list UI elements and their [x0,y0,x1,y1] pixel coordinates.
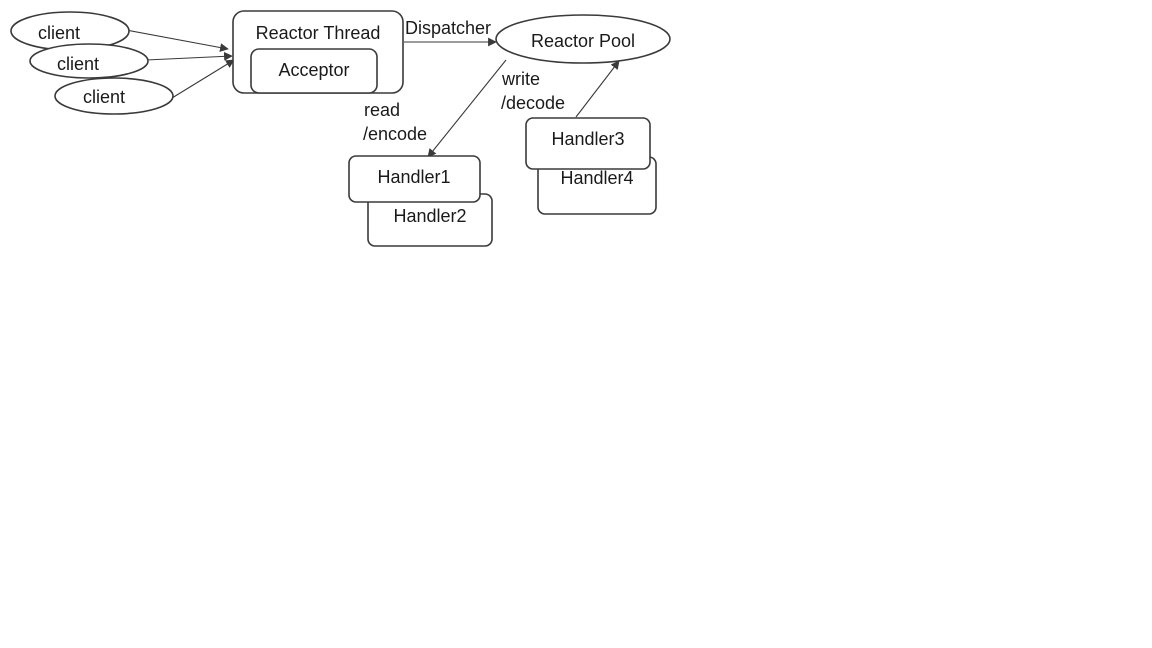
client-1-arrow [125,29,229,52]
client-3-arrow [171,59,235,99]
client-label-1: client [38,23,80,43]
read-label: read [364,100,400,120]
client-node-2: client [29,43,149,79]
reactor-pool-label: Reactor Pool [531,31,635,51]
write-label: write [501,69,540,89]
read-encode-arrow [427,59,507,158]
acceptor-node [250,48,378,94]
encode-label: /encode [363,124,427,144]
handler-3-node: Handler3 [525,117,651,170]
decode-label: /decode [501,93,565,113]
handler-2-node: Handler2 [367,193,493,247]
handler-1-node: Handler1 [348,155,481,203]
reactor-pool-node: Reactor Pool [495,14,671,64]
write-decode-arrow [575,60,620,118]
reactor-thread-node: Reactor Thread Acceptor [232,10,404,94]
handler-1-label: Handler1 [377,167,450,187]
client-label-3: client [83,87,125,107]
client-label-2: client [57,54,99,74]
acceptor-label: Acceptor [278,60,349,80]
handler-4-label: Handler4 [560,168,633,188]
handler-3-label: Handler3 [551,129,624,149]
handler-2-label: Handler2 [393,206,466,226]
handler-4-node: Handler4 [537,156,657,215]
client-node-1: client [10,11,130,51]
client-2-arrow [145,51,233,61]
dispatcher-label: Dispatcher [405,18,491,38]
client-node-3: client [54,77,174,115]
reactor-thread-label: Reactor Thread [256,23,381,43]
